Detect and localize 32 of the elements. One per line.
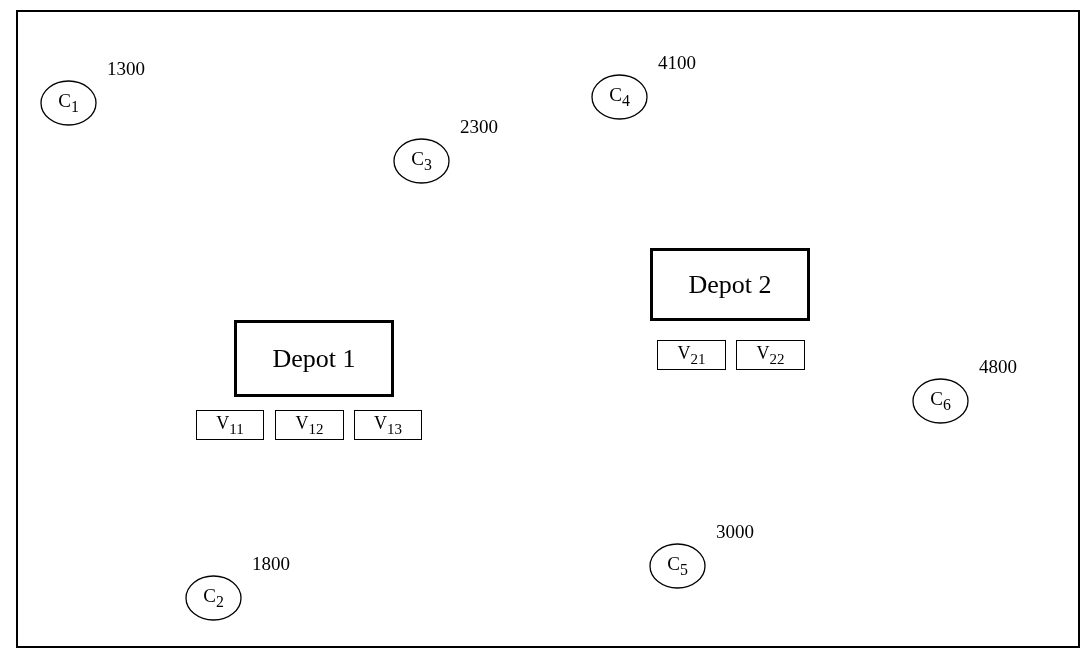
depot-label: Depot 1	[272, 343, 356, 374]
demand-label: 2300	[460, 116, 498, 138]
vehicle-label: V$_{13}$	[374, 412, 402, 438]
customer-label: C$_{2}$	[203, 585, 224, 611]
demand-label: 1800	[252, 553, 290, 575]
depot-box	[234, 320, 394, 397]
demand-label: 3000	[716, 521, 754, 543]
customer-ellipse	[912, 378, 969, 424]
customer-ellipse	[591, 74, 648, 120]
customer-ellipse	[185, 575, 242, 621]
demand-label: 1300	[107, 58, 145, 80]
vehicle-box	[196, 410, 264, 440]
customer-label: C$_{6}$	[930, 388, 951, 414]
demand-label: 4800	[979, 356, 1017, 378]
depot-box	[650, 248, 810, 321]
vehicle-label: V$_{21}$	[677, 342, 706, 368]
vehicle-box	[354, 410, 422, 440]
vehicle-label: V$_{12}$	[295, 412, 324, 438]
vehicle-label: V$_{11}$	[216, 412, 244, 438]
customer-label: C$_{5}$	[667, 553, 688, 579]
customer-ellipse	[649, 543, 706, 589]
vehicle-box	[657, 340, 726, 370]
customer-ellipse	[40, 80, 97, 126]
customer-label: C$_{4}$	[609, 84, 630, 110]
customer-label: C$_{1}$	[58, 90, 79, 116]
customer-label: C$_{3}$	[411, 148, 432, 174]
vehicle-box	[736, 340, 805, 370]
vehicle-box	[275, 410, 344, 440]
vehicle-label: V$_{22}$	[756, 342, 785, 368]
demand-label: 4100	[658, 52, 696, 74]
customer-ellipse	[393, 138, 450, 184]
depot-label: Depot 2	[688, 269, 772, 300]
